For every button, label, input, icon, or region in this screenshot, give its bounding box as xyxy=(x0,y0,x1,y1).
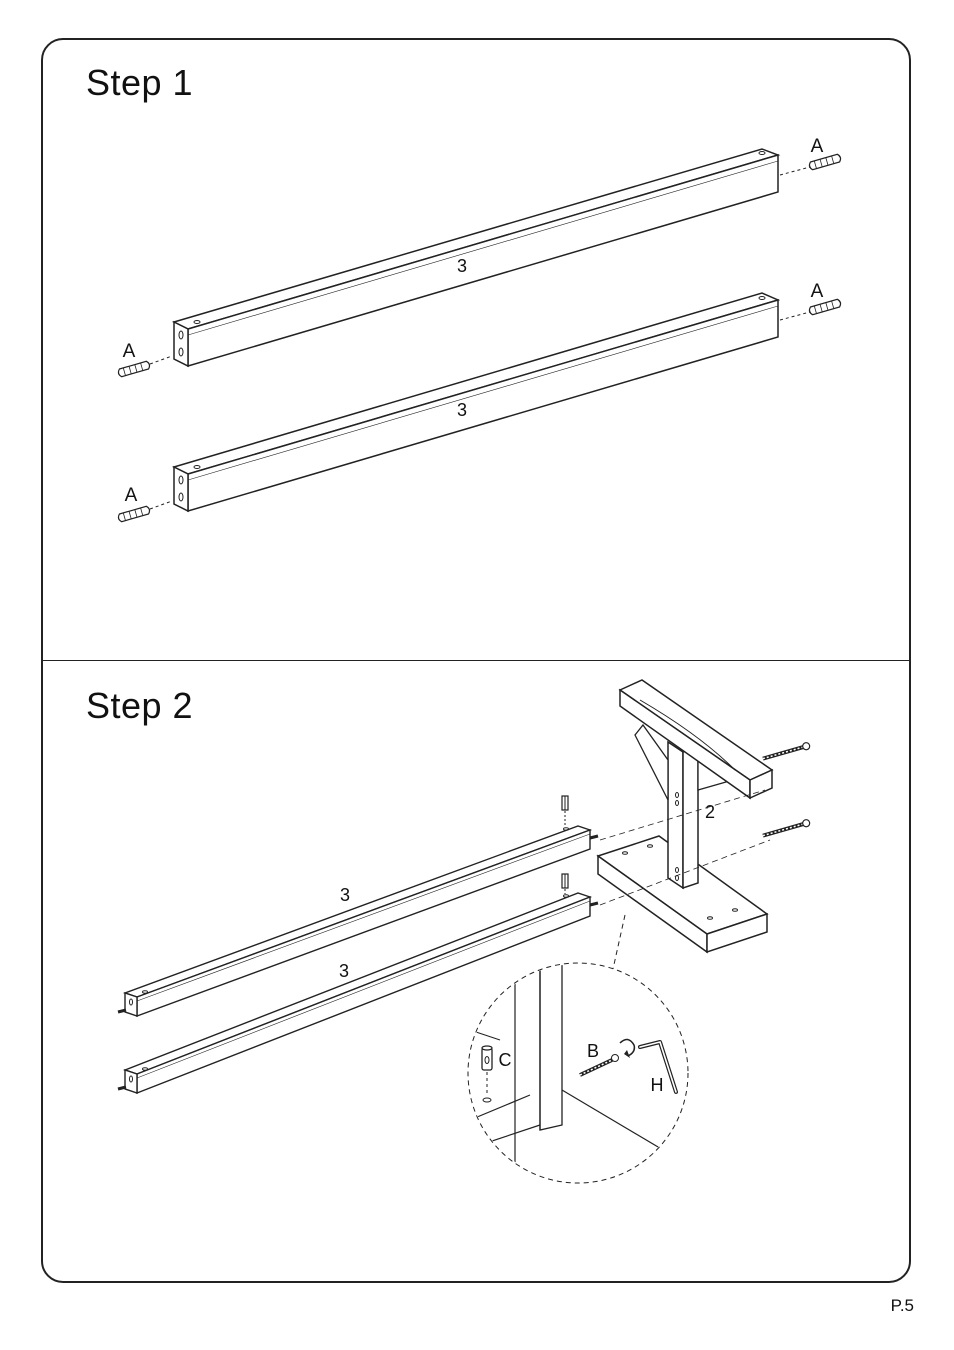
barrel-nut-top xyxy=(562,796,568,826)
hex-key-label: H xyxy=(651,1075,664,1095)
leg-label: 2 xyxy=(705,802,715,822)
step1-rail-bottom-label: 3 xyxy=(457,400,467,420)
barrel-nut-label: C xyxy=(499,1050,512,1070)
page-number: P.5 xyxy=(891,1296,914,1316)
step2-rail-bottom-label: 3 xyxy=(339,961,349,981)
dowel-label-mid-left: A xyxy=(123,341,136,362)
step1-rail-top-label: 3 xyxy=(457,256,467,276)
dowel-label-bottom-left: A xyxy=(125,485,138,506)
leg-assembly xyxy=(598,680,772,952)
bolt-label: B xyxy=(587,1041,599,1061)
barrel-nut-bottom xyxy=(562,874,568,894)
dowel-label-top-right: A xyxy=(811,136,824,157)
dowel-label-mid-right: A xyxy=(811,281,824,302)
step2-rail-top-label: 3 xyxy=(340,885,350,905)
